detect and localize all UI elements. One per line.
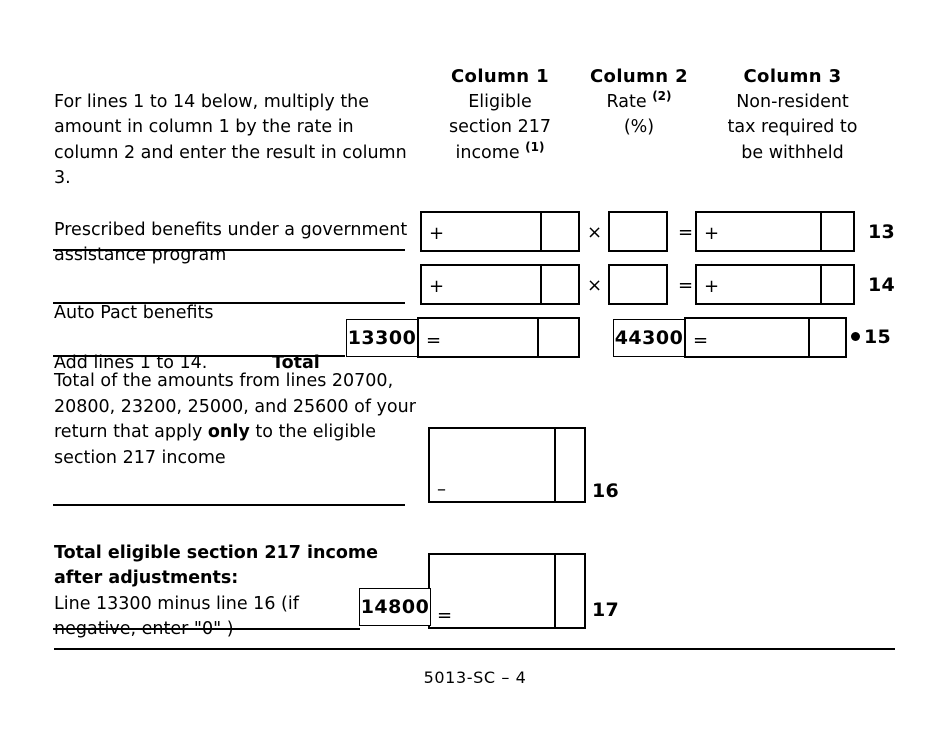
column-2-subline-1: Rate (2) bbox=[575, 90, 703, 116]
row-14-col3-plus-sign: + bbox=[704, 276, 720, 297]
row-14-col3-cents-divider bbox=[820, 266, 822, 303]
total-row-col1-field-number: 13300 bbox=[346, 319, 418, 357]
line-17-line-number: 17 bbox=[592, 599, 620, 621]
line-17-amount-box[interactable]: = bbox=[428, 553, 586, 629]
total-row-bullet-marker bbox=[851, 332, 860, 341]
line-17-label-bold-text: Total eligible section 217 income after … bbox=[54, 542, 378, 589]
total-row-col1-equals-sign: = bbox=[426, 330, 442, 351]
row-13-label: Prescribed benefits under a government a… bbox=[54, 192, 414, 269]
column-2-footnote-marker: (2) bbox=[652, 88, 672, 103]
row-13-col1-cents-divider bbox=[540, 213, 542, 250]
total-row-col1-field-number-text: 13300 bbox=[347, 327, 417, 349]
line-17-field-number-text: 14800 bbox=[360, 596, 430, 618]
column-3-subline-1: Non-resident bbox=[736, 91, 849, 112]
row-14-col3-amount-box[interactable]: + bbox=[695, 264, 855, 305]
column-1-header: Column 1 Eligible section 217 income (1) bbox=[424, 64, 576, 166]
row-14-col1-amount-box[interactable]: + bbox=[420, 264, 580, 305]
line-17-underline bbox=[53, 628, 360, 630]
line-16-minus-sign: – bbox=[437, 479, 446, 500]
line-16-label-part2: to the eligible section 217 income bbox=[54, 422, 376, 468]
line-16-label: Total of the amounts from lines 20700, 2… bbox=[54, 369, 424, 471]
column-1-subline-3-text: income bbox=[455, 142, 520, 163]
row-13-col3-plus-sign: + bbox=[704, 223, 720, 244]
row-13-col3-amount-box[interactable]: + bbox=[695, 211, 855, 252]
line-17-cents-divider bbox=[554, 555, 556, 627]
row-13-label-text: Prescribed benefits under a government a… bbox=[54, 219, 408, 266]
row-14-col1-cents-divider bbox=[540, 266, 542, 303]
row-14-equals-operator: = bbox=[678, 275, 694, 296]
column-2-subline-1-text: Rate bbox=[606, 91, 647, 112]
line-16-line-number: 16 bbox=[592, 480, 620, 502]
total-row-label-text: Add lines 1 to 14. bbox=[54, 352, 208, 373]
row-14-line-number: 14 bbox=[868, 274, 896, 296]
line-17-field-number: 14800 bbox=[359, 588, 431, 626]
line-16-underline bbox=[53, 504, 405, 506]
intro-text: For lines 1 to 14 below, multiply the am… bbox=[54, 91, 407, 189]
column-2-subline-2: (%) bbox=[623, 117, 655, 137]
line-16-amount-box[interactable]: – bbox=[428, 427, 586, 503]
line-17-label-bold: Total eligible section 217 income after … bbox=[54, 515, 384, 592]
row-14-label-text: Auto Pact benefits bbox=[54, 302, 214, 323]
column-3-title: Column 3 bbox=[743, 66, 842, 87]
row-13-col2-rate-box[interactable] bbox=[608, 211, 668, 252]
total-row-total-label-text: Total bbox=[272, 352, 320, 373]
column-2-header: Column 2 Rate (2) (%) bbox=[575, 64, 703, 141]
line-17-equals-sign: = bbox=[437, 605, 453, 626]
total-row-line-number: 15 bbox=[864, 326, 892, 348]
row-14-underline bbox=[53, 302, 405, 304]
total-row-underline bbox=[53, 355, 345, 357]
row-14-label: Auto Pact benefits bbox=[54, 275, 414, 326]
row-13-equals-operator: = bbox=[678, 222, 694, 243]
total-row-col1-amount-box[interactable]: = bbox=[417, 317, 580, 358]
column-2-title: Column 2 bbox=[589, 66, 689, 87]
column-3-subline-3: be withheld bbox=[741, 142, 844, 163]
column-1-subline-3: income (1) bbox=[424, 141, 576, 167]
row-14-col2-rate-box[interactable] bbox=[608, 264, 668, 305]
total-row-total-label: Total bbox=[272, 325, 320, 376]
total-row-label: Add lines 1 to 14. bbox=[54, 325, 274, 376]
line-16-label-emphasis: only bbox=[207, 422, 250, 442]
form-footer: 5013-SC – 4 bbox=[0, 668, 950, 687]
footer-separator-rule bbox=[54, 648, 895, 650]
row-13-col1-plus-sign: + bbox=[429, 223, 445, 244]
column-1-subline-2: section 217 bbox=[449, 117, 551, 137]
line-16-cents-divider bbox=[554, 429, 556, 501]
total-row-col3-cents-divider bbox=[808, 319, 810, 356]
column-1-footnote-marker: (1) bbox=[525, 139, 545, 154]
row-13-col1-amount-box[interactable]: + bbox=[420, 211, 580, 252]
total-row-col3-field-number-text: 44300 bbox=[614, 327, 684, 349]
line-16-label-part1: Total of the amounts from lines 20700, 2… bbox=[54, 371, 416, 442]
row-13-multiply-operator: × bbox=[587, 222, 603, 243]
row-13-underline bbox=[53, 249, 405, 251]
row-14-col1-plus-sign: + bbox=[429, 276, 445, 297]
row-13-col3-cents-divider bbox=[820, 213, 822, 250]
column-1-subline-1: Eligible bbox=[468, 91, 532, 112]
row-13-line-number: 13 bbox=[868, 221, 896, 243]
total-row-col3-field-number: 44300 bbox=[613, 319, 685, 357]
form-footer-label: 5013-SC – 4 bbox=[423, 668, 527, 687]
column-3-header: Column 3 Non-resident tax required to be… bbox=[705, 64, 880, 166]
intro-instructions: For lines 1 to 14 below, multiply the am… bbox=[54, 64, 414, 192]
total-row-col1-cents-divider bbox=[537, 319, 539, 356]
line-17-label-regular-text: Line 13300 minus line 16 (if negative, e… bbox=[54, 593, 299, 640]
line-17-label-regular: Line 13300 minus line 16 (if negative, e… bbox=[54, 566, 384, 643]
total-row-col3-amount-box[interactable]: = bbox=[684, 317, 847, 358]
column-1-title: Column 1 bbox=[450, 66, 550, 87]
total-row-col3-equals-sign: = bbox=[693, 330, 709, 351]
row-14-multiply-operator: × bbox=[587, 275, 603, 296]
column-3-subline-2: tax required to bbox=[727, 117, 858, 137]
